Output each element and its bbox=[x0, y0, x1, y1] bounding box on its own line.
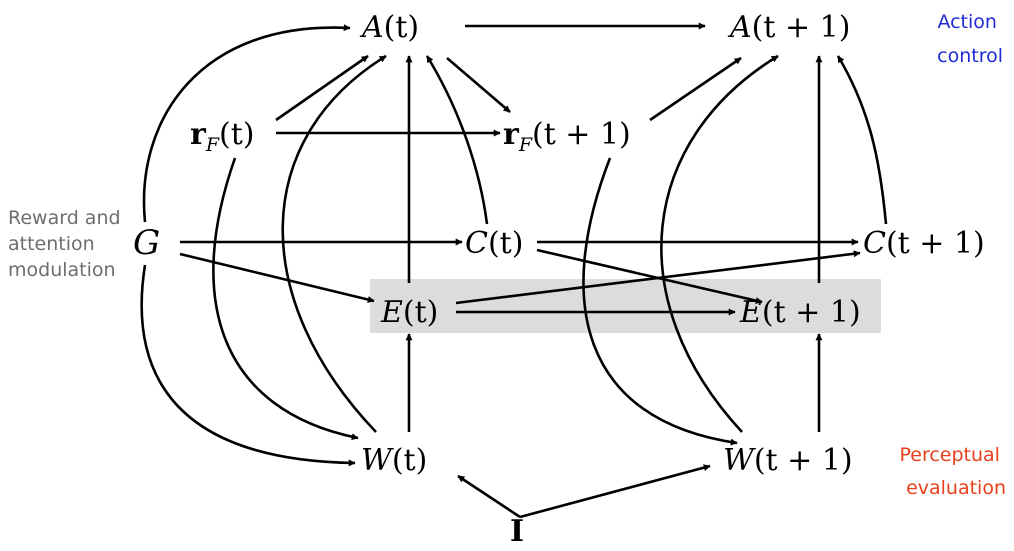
edge-A_t-rF_t1 bbox=[446, 57, 511, 113]
action-control-label: Action control bbox=[937, 11, 1003, 67]
node-goal: G bbox=[133, 223, 160, 263]
node-reward-feedback-t1: rF(t + 1) bbox=[503, 117, 631, 156]
edge-G-A_t bbox=[142, 24, 351, 223]
edge-rF_t-A_t bbox=[275, 54, 369, 122]
node-error-t1: E(t + 1) bbox=[739, 295, 861, 330]
edge-W_t1-A_t1 bbox=[660, 54, 779, 433]
node-reward-feedback-t: rF(t) bbox=[190, 117, 254, 156]
node-world-t: W(t) bbox=[361, 443, 427, 478]
edge-I-W_t1 bbox=[519, 464, 711, 519]
edge-I-W_t bbox=[457, 474, 521, 519]
node-input: I bbox=[510, 514, 524, 549]
edge-G-W_t bbox=[140, 264, 356, 467]
perceptual-evaluation-label: Perceptual evaluation bbox=[899, 444, 1006, 499]
edges bbox=[140, 22, 888, 519]
nodes: A(t) A(t + 1) rF(t) rF(t + 1) G C(t) C(t… bbox=[133, 10, 985, 549]
node-action-t: A(t) bbox=[359, 10, 419, 45]
edge-G-E_t bbox=[179, 252, 375, 303]
edge-W_t-A_t bbox=[281, 54, 387, 433]
edge-C_t-A_t bbox=[425, 55, 489, 225]
edge-C_t-E_t1 bbox=[536, 248, 763, 304]
edge-rF_t-W_t bbox=[212, 157, 359, 441]
edge-E_t-C_t1 bbox=[455, 250, 861, 305]
side-labels: Action control Reward and attention modu… bbox=[8, 11, 1006, 499]
node-context-t1: C(t + 1) bbox=[863, 226, 985, 261]
node-context-t: C(t) bbox=[465, 226, 523, 261]
node-world-t1: W(t + 1) bbox=[723, 443, 853, 478]
error-highlight-band bbox=[370, 279, 881, 333]
edge-rF_t1-W_t1 bbox=[582, 157, 738, 446]
node-error-t: E(t) bbox=[380, 295, 438, 330]
node-action-t1: A(t + 1) bbox=[727, 10, 850, 45]
edge-C_t1-A_t1 bbox=[836, 55, 888, 225]
edge-rF_t1-A_t1 bbox=[649, 56, 742, 122]
reward-attention-modulation-label: Reward and attention modulation bbox=[8, 207, 127, 281]
